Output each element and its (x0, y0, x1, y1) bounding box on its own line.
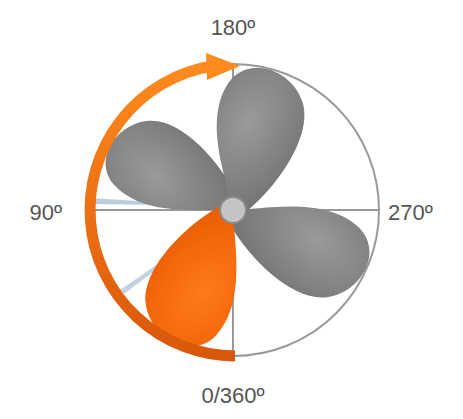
propeller-blade (216, 160, 384, 319)
rotation-arc (90, 66, 235, 356)
highlighted-blade (124, 193, 283, 361)
rotation-arrowhead (206, 53, 240, 80)
angle-label: 270º (388, 202, 433, 224)
angle-label: 0/360º (201, 385, 264, 407)
propeller-hub (220, 197, 246, 223)
angle-label: 90º (29, 202, 62, 224)
propeller-blade (176, 55, 323, 223)
angle-label: 180º (211, 17, 256, 39)
